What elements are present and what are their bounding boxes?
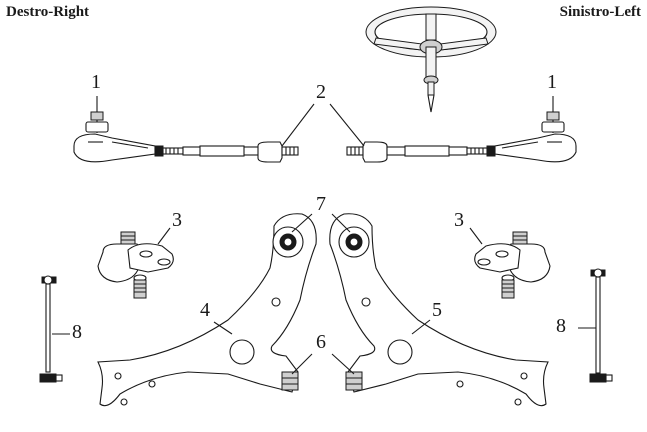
part-label-front-bushing: 7 (316, 193, 326, 215)
control-arm-left-side (329, 213, 549, 407)
stabilizer-link-right-side (39, 275, 63, 383)
leader-lines (52, 96, 596, 375)
part-label-stabilizer-link-left-side: 8 (556, 315, 566, 337)
part-label-tie-rod-end-left-side: 1 (547, 71, 557, 93)
part-label-tie-rod-end-right-side: 1 (91, 71, 101, 93)
part-label-stabilizer-link-right-side: 8 (72, 321, 82, 343)
part-label-ball-joint-left-side: 3 (454, 209, 464, 231)
part-label-rear-bushing: 6 (316, 331, 326, 353)
ball-joint-left-side (474, 231, 551, 299)
part-label-control-arm-right-side: 4 (200, 299, 210, 321)
inner-tie-rod-right-side (182, 141, 299, 163)
control-arm-right-side (97, 213, 317, 407)
stabilizer-link-left-side (589, 268, 613, 383)
header-destro-right: Destro-Right (6, 4, 90, 20)
steering-wheel-icon (365, 6, 497, 113)
ball-joint-right-side (97, 231, 174, 299)
tie-rod-end-left-side (466, 111, 577, 163)
part-label-inner-tie-rod: 2 (316, 81, 326, 103)
tie-rod-end-right-side (73, 111, 184, 163)
inner-tie-rod-left-side (346, 141, 468, 163)
part-label-ball-joint-right-side: 3 (172, 209, 182, 231)
header-sinistro-left: Sinistro-Left (559, 4, 641, 20)
part-label-control-arm-left-side: 5 (432, 299, 442, 321)
